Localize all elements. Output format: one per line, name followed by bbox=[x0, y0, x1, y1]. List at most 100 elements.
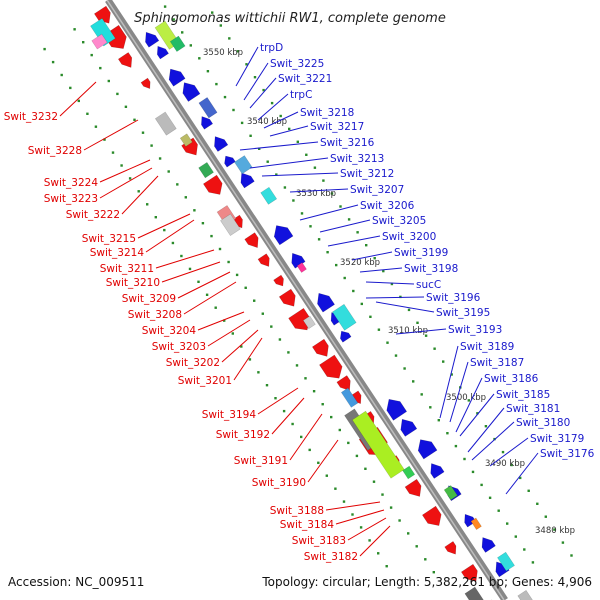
tick-mark bbox=[282, 409, 286, 413]
tick-mark bbox=[424, 558, 427, 561]
leader-line bbox=[359, 267, 403, 273]
tick-mark bbox=[172, 18, 175, 21]
leader-line bbox=[121, 175, 159, 215]
tick-mark bbox=[163, 5, 167, 8]
gene-label-left: Swit_3222 bbox=[66, 209, 120, 221]
tick-mark bbox=[141, 131, 145, 134]
gene-label-left: Swit_3210 bbox=[106, 277, 160, 289]
tick-mark bbox=[278, 338, 282, 341]
gene-label-right: Swit_3185 bbox=[496, 389, 550, 401]
reverse-gene-arrow bbox=[430, 463, 445, 479]
gene-label-right: trpC bbox=[290, 89, 312, 101]
genome-backbone bbox=[105, 0, 508, 600]
leader-line bbox=[239, 141, 319, 151]
tick-mark bbox=[335, 263, 338, 267]
leader-line bbox=[233, 337, 263, 381]
gene-label-right: Swit_3199 bbox=[394, 247, 448, 259]
tick-mark bbox=[120, 164, 123, 167]
gene-label-right: Swit_3213 bbox=[330, 153, 384, 165]
feature-block bbox=[464, 586, 485, 600]
tick-mark bbox=[51, 60, 55, 64]
reverse-gene-arrow bbox=[481, 537, 496, 553]
tick-mark bbox=[73, 28, 76, 31]
leader-line bbox=[289, 188, 349, 193]
tick-mark bbox=[338, 428, 341, 432]
reverse-gene-arrow bbox=[291, 252, 306, 269]
tick-mark bbox=[296, 140, 299, 143]
tick-mark bbox=[424, 334, 428, 337]
tick-mark bbox=[308, 448, 311, 452]
tick-mark bbox=[519, 476, 522, 480]
tick-mark bbox=[484, 425, 488, 428]
leader-line bbox=[263, 111, 299, 129]
tick-mark bbox=[116, 92, 119, 96]
tick-mark bbox=[429, 406, 432, 409]
leader-line bbox=[271, 397, 305, 435]
gene-label-left: Swit_3223 bbox=[44, 193, 98, 205]
feature-block bbox=[220, 213, 241, 236]
tick-mark bbox=[561, 541, 565, 544]
tick-mark bbox=[167, 170, 170, 173]
leader-line bbox=[471, 421, 515, 461]
forward-gene-arrow bbox=[444, 541, 457, 555]
tick-mark bbox=[313, 166, 317, 169]
forward-gene-arrow bbox=[278, 288, 296, 307]
tick-mark bbox=[262, 88, 265, 92]
leader-line bbox=[489, 437, 529, 467]
tick-mark bbox=[201, 222, 205, 225]
gene-label-right: Swit_3200 bbox=[382, 231, 436, 243]
gene-label-right: Swit_3216 bbox=[320, 137, 375, 149]
leader-line bbox=[161, 261, 221, 283]
tick-mark bbox=[253, 299, 256, 302]
leader-line bbox=[299, 204, 359, 221]
leader-line bbox=[99, 167, 153, 199]
tick-mark bbox=[339, 205, 342, 208]
tick-mark bbox=[205, 293, 209, 296]
tick-mark bbox=[146, 203, 149, 206]
tick-mark bbox=[171, 241, 175, 245]
gene-label-right: Swit_3205 bbox=[372, 215, 426, 227]
tick-mark bbox=[215, 82, 218, 86]
tick-layer bbox=[43, 5, 573, 574]
tick-mark bbox=[305, 153, 308, 156]
tick-mark bbox=[198, 57, 201, 60]
tick-mark bbox=[355, 454, 359, 458]
leader-line bbox=[235, 46, 259, 87]
tick-mark bbox=[265, 384, 269, 387]
tick-mark bbox=[544, 515, 547, 518]
forward-gene-arrow bbox=[461, 563, 478, 582]
leader-line bbox=[99, 159, 151, 183]
leader-line bbox=[365, 281, 415, 285]
feature-block bbox=[497, 551, 515, 572]
tick-mark bbox=[258, 147, 261, 150]
tick-mark bbox=[158, 157, 162, 160]
tick-mark bbox=[407, 532, 410, 535]
tick-mark bbox=[347, 218, 351, 221]
tick-mark bbox=[245, 63, 248, 66]
forward-gene-arrow bbox=[140, 77, 151, 90]
tick-mark bbox=[356, 231, 359, 234]
leader-line bbox=[83, 119, 139, 151]
tick-mark bbox=[283, 186, 287, 189]
tick-mark bbox=[317, 461, 320, 464]
tick-mark bbox=[330, 192, 334, 195]
leader-line bbox=[439, 345, 459, 419]
tick-mark bbox=[261, 312, 264, 315]
reverse-gene-arrow bbox=[145, 31, 160, 48]
tick-mark bbox=[86, 112, 89, 115]
feature-block bbox=[470, 517, 482, 530]
tick-mark bbox=[227, 260, 230, 264]
forward-gene-arrow bbox=[181, 137, 198, 156]
tick-mark bbox=[399, 295, 402, 299]
forward-gene-arrow bbox=[404, 478, 422, 497]
reverse-gene-arrow bbox=[386, 398, 408, 421]
right-label-layer: trpDSwit_3225Swit_3221trpCSwit_3218Swit_… bbox=[235, 42, 595, 495]
leader-line bbox=[221, 329, 259, 363]
feature-block bbox=[402, 465, 416, 480]
tick-mark bbox=[235, 273, 239, 277]
tick-mark bbox=[389, 506, 393, 509]
reverse-gene-arrow bbox=[224, 155, 236, 168]
tick-mark bbox=[150, 144, 153, 147]
gene-label-left: Swit_3215 bbox=[82, 233, 136, 245]
tick-mark bbox=[228, 37, 231, 40]
